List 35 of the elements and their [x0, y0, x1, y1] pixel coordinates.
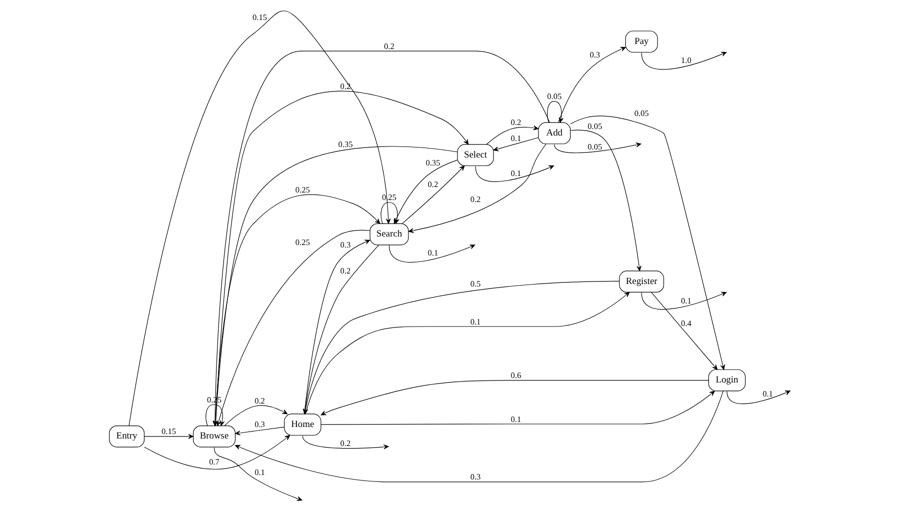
edge-label: 0.2: [470, 194, 480, 204]
edge-label: 0.1: [510, 168, 521, 178]
edge-label: 0.1: [470, 317, 480, 326]
edge-label: 0.7: [208, 457, 219, 466]
edge-label: 0.2: [340, 266, 350, 276]
edge-label: 0.3: [254, 420, 264, 430]
edge-label: 0.15: [161, 427, 176, 436]
edge-label: 0.35: [425, 158, 440, 168]
edge-label: 0.05: [587, 142, 602, 152]
edge-label: 0.05: [634, 109, 648, 118]
edge-label: 0.15: [252, 12, 267, 22]
edge-label: 0.5: [470, 279, 480, 288]
edge-label: 0.3: [470, 472, 480, 482]
edge-label: 0.1: [427, 248, 438, 258]
edge-label: 0.1: [680, 296, 691, 306]
edge-label: 0.05: [587, 122, 602, 132]
edge-label: 0.2: [340, 82, 350, 92]
edge-label: 0.1: [510, 414, 521, 424]
edge-label: 0.2: [510, 118, 521, 128]
edge-label: 0.6: [510, 371, 521, 380]
edge-label: 0.1: [510, 134, 521, 144]
edge-label: 0.2: [254, 396, 264, 406]
edge-label: 0.2: [340, 438, 350, 448]
edge-label: 1.0: [680, 56, 691, 66]
edge-label: 0.1: [254, 468, 264, 477]
edge-label: 0.2: [384, 42, 394, 51]
edge-label: 0.25: [294, 238, 310, 248]
edge-label: 0.1: [762, 389, 772, 398]
edge-label: 0.4: [680, 319, 691, 328]
edge-label: 0.3: [589, 50, 600, 60]
edge-label: 0.05: [546, 92, 562, 102]
edge-label: 0.25: [294, 185, 310, 194]
edge-label: 0.2: [427, 180, 438, 190]
edge-label: 0.3: [340, 240, 350, 250]
edge-label: 0.35: [338, 140, 352, 149]
